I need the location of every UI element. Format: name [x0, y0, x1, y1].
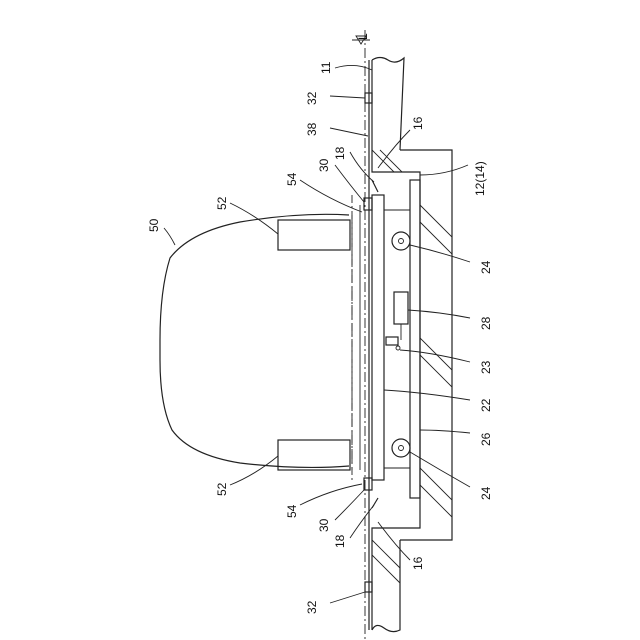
- label-52-top: 52: [215, 196, 229, 210]
- label-12-14: 12(14): [473, 161, 487, 196]
- actuator-28: [394, 292, 408, 324]
- label-38: 38: [305, 122, 319, 136]
- carriage-26: [410, 180, 420, 498]
- label-18-bottom: 18: [333, 534, 347, 548]
- wheel-24-bottom: [392, 439, 410, 457]
- label-50: 50: [147, 218, 161, 232]
- label-54-bottom: 54: [285, 504, 299, 518]
- wheel-24-top-hub: [399, 239, 404, 244]
- label-16-bottom: 16: [411, 556, 425, 570]
- table-22: [372, 195, 384, 480]
- pit-outline: [400, 150, 452, 540]
- pivot-23: [396, 346, 400, 350]
- label-22: 22: [479, 398, 493, 412]
- link-23: [386, 337, 398, 345]
- break-line-top: [372, 58, 404, 151]
- label-52-bottom: 52: [215, 482, 229, 496]
- label-23: 23: [479, 360, 493, 374]
- label-54-top: 54: [285, 172, 299, 186]
- label-32-bottom: 32: [305, 600, 319, 614]
- label-30-bottom: 30: [317, 518, 331, 532]
- tire-52-bottom: [278, 440, 350, 470]
- label-18-top: 18: [333, 146, 347, 160]
- label-26: 26: [479, 432, 493, 446]
- plane-label: L: [356, 33, 370, 40]
- label-28: 28: [479, 316, 493, 330]
- label-30-top: 30: [317, 158, 331, 172]
- label-32-top: 32: [305, 91, 319, 105]
- wheel-24-bottom-hub: [399, 446, 404, 451]
- label-24-top: 24: [479, 260, 493, 274]
- label-11: 11: [319, 61, 333, 74]
- label-16-top: 16: [411, 116, 425, 130]
- vehicle-50: [160, 214, 349, 467]
- wheel-24-top: [392, 232, 410, 250]
- label-24-bottom: 24: [479, 486, 493, 500]
- seal-18-top: [372, 180, 378, 192]
- tire-52-top: [278, 220, 350, 250]
